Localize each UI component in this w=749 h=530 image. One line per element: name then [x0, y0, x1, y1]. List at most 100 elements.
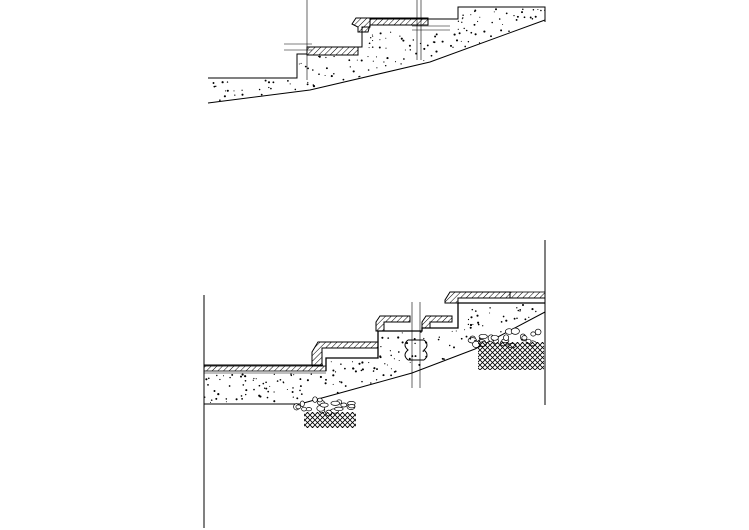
stipple-dot: [300, 62, 302, 64]
lower-tread-finish-1: [311, 341, 379, 367]
stipple-dot: [408, 357, 411, 360]
stipple-dot: [537, 8, 539, 11]
stipple-dot: [373, 367, 376, 370]
stipple-dot: [455, 330, 457, 332]
stipple-dot: [438, 336, 440, 338]
stipple-dot: [244, 379, 247, 382]
gravel-stone: [334, 406, 344, 412]
lower-tread-finish-4: [444, 291, 511, 304]
stipple-dot: [265, 387, 268, 390]
stipple-dot: [409, 361, 411, 363]
stipple-dot: [415, 52, 418, 55]
stipple-dot: [223, 95, 226, 98]
stipple-dot: [398, 359, 400, 362]
stipple-dot: [255, 378, 257, 380]
gravel-stone: [530, 331, 536, 337]
stipple-dot: [448, 344, 451, 347]
stipple-dot: [339, 381, 341, 383]
stipple-dot: [264, 79, 267, 82]
stipple-dot: [489, 312, 491, 314]
stipple-dot: [215, 85, 217, 87]
stipple-dot: [324, 74, 326, 77]
stair-section-lower: [203, 240, 546, 528]
stipple-dot: [400, 63, 402, 65]
stipple-dot: [330, 361, 332, 363]
stipple-dot: [513, 14, 515, 17]
lower-tread-finish-2: [375, 315, 411, 332]
stipple-dot: [443, 358, 445, 360]
stipple-dot: [289, 83, 291, 85]
stipple-dot: [240, 395, 243, 397]
stipple-dot: [434, 35, 437, 38]
stipple-dot: [299, 389, 301, 392]
stipple-dot: [467, 323, 470, 326]
stipple-dot: [379, 39, 381, 41]
stipple-dot: [290, 373, 292, 375]
stipple-dot: [465, 335, 468, 338]
joint-seal: [404, 339, 428, 361]
stipple-dot: [376, 67, 378, 69]
stipple-dot: [453, 33, 456, 36]
stipple-dot: [457, 28, 459, 30]
stipple-dot: [360, 369, 363, 372]
stipple-dot: [367, 56, 369, 58]
stipple-dot: [226, 89, 229, 92]
stipple-dot: [319, 375, 322, 379]
stipple-dot: [215, 397, 218, 400]
stipple-dot: [441, 40, 444, 43]
stipple-dot: [272, 81, 275, 84]
stipple-dot: [241, 89, 243, 91]
gravel-left: [293, 396, 356, 417]
stipple-dot: [368, 42, 371, 45]
stipple-dot: [519, 309, 522, 311]
stipple-dot: [217, 393, 220, 396]
stipple-dot: [219, 378, 221, 381]
stipple-dot: [325, 56, 327, 59]
stipple-dot: [372, 60, 374, 62]
stipple-dot: [375, 379, 378, 381]
stipple-dot: [508, 30, 510, 32]
stipple-dot: [408, 44, 411, 47]
stipple-dot: [349, 66, 351, 68]
gravel-stone: [534, 328, 542, 336]
stipple-dot: [394, 370, 397, 373]
stipple-dot: [432, 41, 435, 43]
stipple-dot: [469, 323, 473, 327]
stipple-dot: [333, 73, 335, 75]
stipple-dot: [435, 33, 438, 36]
stipple-dot: [498, 18, 501, 20]
stipple-dot: [213, 85, 216, 88]
stipple-dot: [318, 73, 320, 76]
stipple-dot: [298, 63, 300, 65]
stipple-dot: [390, 368, 392, 370]
stipple-dot: [244, 375, 246, 377]
tread-finish-2: [351, 17, 429, 33]
stipple-dot: [467, 318, 470, 321]
stipple-dot: [425, 341, 428, 344]
stipple-dot: [225, 401, 227, 403]
stipple-dot: [371, 34, 373, 36]
stipple-dot: [400, 37, 403, 40]
stipple-dot: [457, 20, 460, 22]
stipple-dot: [523, 16, 526, 19]
stipple-dot: [287, 80, 289, 82]
stipple-dot: [478, 42, 481, 44]
stipple-dot: [470, 14, 472, 16]
stipple-dot: [372, 40, 374, 42]
stipple-dot: [276, 380, 279, 382]
stipple-dot: [515, 18, 518, 21]
stipple-dot: [464, 329, 466, 331]
stipple-dot: [372, 35, 374, 37]
stipple-dot: [452, 46, 454, 48]
stipple-dot: [543, 9, 546, 11]
stipple-dot: [222, 375, 225, 377]
stipple-dot: [461, 18, 463, 20]
stipple-dot: [493, 11, 495, 13]
stipple-dot: [340, 363, 342, 365]
stipple-dot: [399, 35, 401, 37]
stipple-dot: [423, 60, 425, 62]
gravel-stone: [305, 407, 312, 412]
stipple-dot: [252, 379, 254, 381]
stipple-dot: [332, 369, 335, 372]
stipple-dot: [477, 20, 479, 23]
